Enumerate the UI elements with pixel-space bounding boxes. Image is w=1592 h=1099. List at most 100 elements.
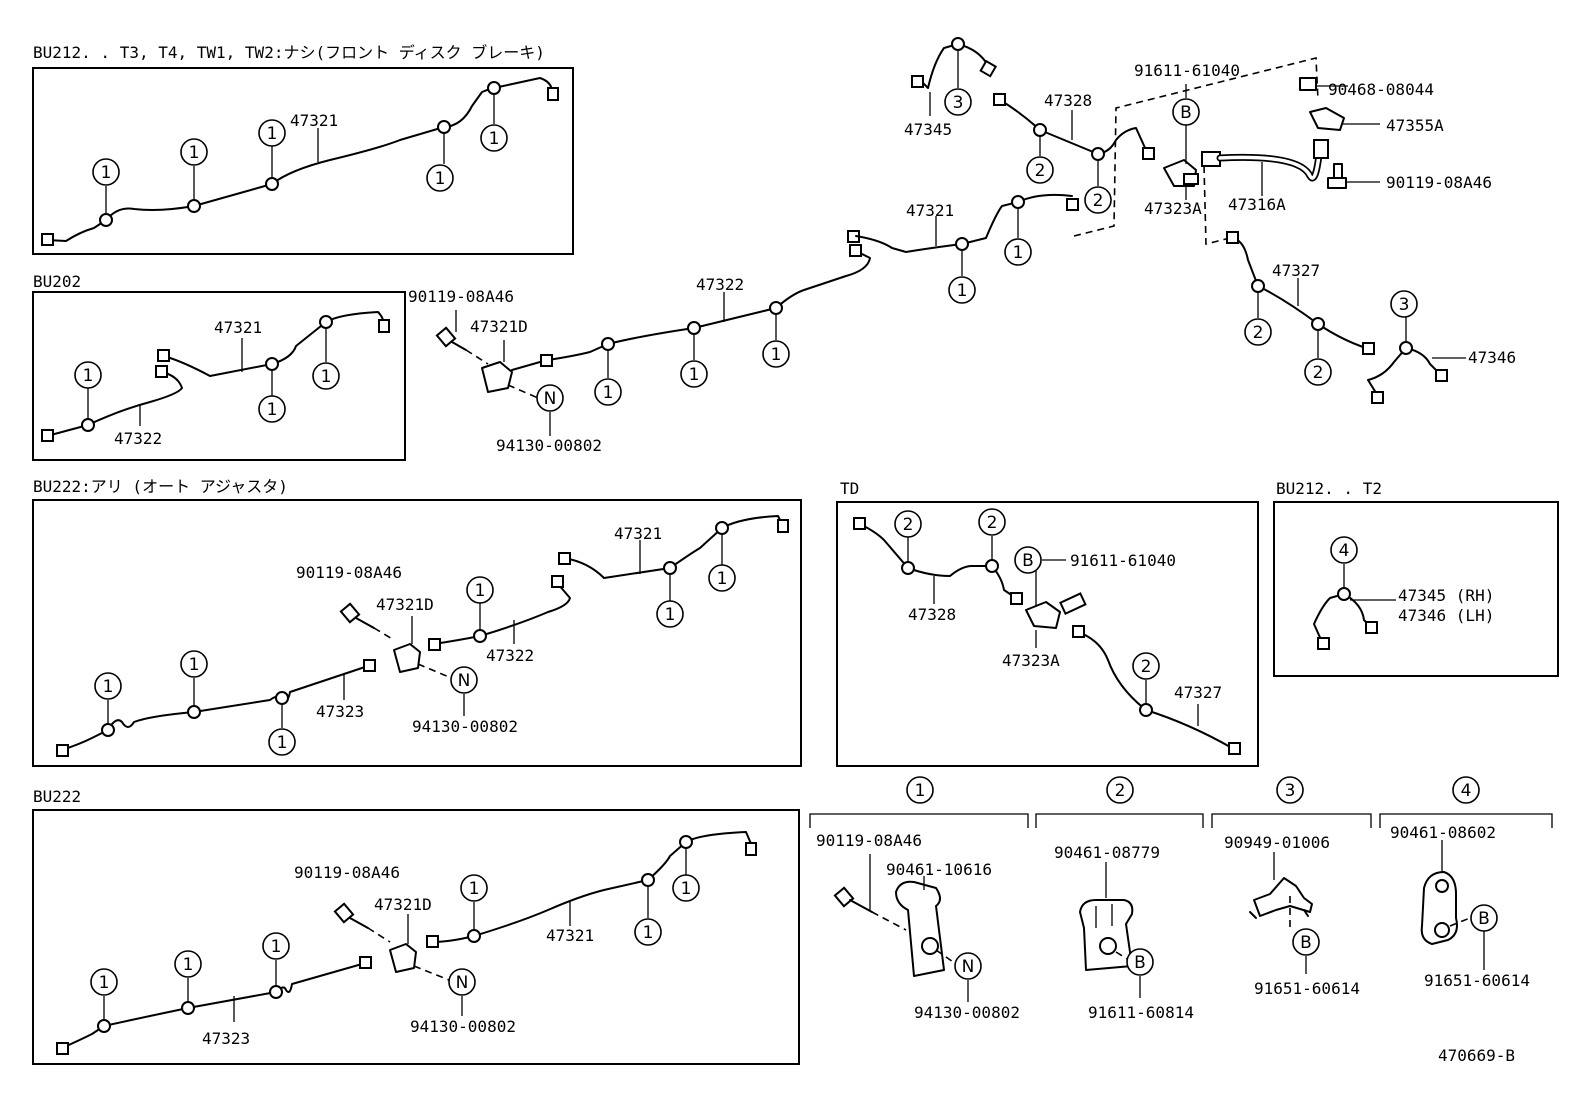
- svg-text:B: B: [1022, 551, 1034, 571]
- clip-detail-4: [1420, 840, 1485, 970]
- svg-text:1: 1: [267, 400, 278, 420]
- svg-text:1: 1: [957, 281, 968, 301]
- callout-2: 2: [1084, 186, 1112, 214]
- box-bu222-ari-lines: [56, 515, 789, 757]
- svg-text:1: 1: [271, 937, 282, 957]
- svg-text:4: 4: [1339, 541, 1350, 561]
- svg-text:2: 2: [1313, 363, 1324, 383]
- clip-detail-3: [1249, 852, 1313, 974]
- svg-text:B: B: [1478, 909, 1490, 929]
- label-91651-60614-clip3: 91651-60614: [1254, 979, 1360, 998]
- svg-text:1: 1: [643, 923, 654, 943]
- svg-text:N: N: [456, 973, 469, 993]
- callout-n: N: [536, 384, 564, 412]
- callout-n: N: [954, 952, 982, 980]
- callout-1: 1: [174, 950, 202, 978]
- label-47321-box1: 47321: [290, 111, 338, 130]
- label-47323-box3: 47323: [316, 702, 364, 721]
- label-90119-08A46-box3: 90119-08A46: [296, 563, 402, 582]
- label-47323A-td: 47323A: [1002, 651, 1060, 670]
- callout-1: 1: [90, 968, 118, 996]
- svg-text:N: N: [458, 671, 471, 691]
- callout-1: 1: [94, 672, 122, 700]
- label-47322-main: 47322: [696, 275, 744, 294]
- bracket-group-3: [1211, 813, 1372, 828]
- frame-bu222-ari: [32, 499, 802, 767]
- section-title-bu212-t3: BU212. . T3, T4, TW1, TW2:ナシ(フロント ディスク ブ…: [33, 43, 545, 62]
- svg-text:1: 1: [183, 955, 194, 975]
- svg-text:1: 1: [681, 879, 692, 899]
- callout-2: 2: [1026, 156, 1054, 184]
- callout-4: 4: [1452, 776, 1480, 804]
- label-47321-box2: 47321: [214, 318, 262, 337]
- svg-text:1: 1: [665, 605, 676, 625]
- svg-text:3: 3: [953, 93, 964, 113]
- label-91651-60614-clip4: 91651-60614: [1424, 971, 1530, 990]
- callout-2: 2: [894, 510, 922, 538]
- callout-2: 2: [978, 508, 1006, 536]
- svg-text:1: 1: [321, 367, 332, 387]
- label-47328-td: 47328: [908, 605, 956, 624]
- callout-2: 2: [1132, 652, 1160, 680]
- label-94130-00802-box3: 94130-00802: [412, 717, 518, 736]
- frame-td: [836, 501, 1259, 767]
- label-47321D-box6: 47321D: [374, 895, 432, 914]
- svg-text:1: 1: [101, 163, 112, 183]
- callout-1: 1: [708, 564, 736, 592]
- label-90119-08A46-main: 90119-08A46: [408, 287, 514, 306]
- svg-text:3: 3: [1285, 781, 1296, 801]
- svg-text:1: 1: [99, 973, 110, 993]
- label-47327-main: 47327: [1272, 261, 1320, 280]
- callout-n: N: [450, 666, 478, 694]
- callout-3: 3: [944, 88, 972, 116]
- callout-1: 1: [74, 361, 102, 389]
- callout-1: 1: [480, 124, 508, 152]
- svg-text:1: 1: [689, 365, 700, 385]
- label-47322-box3: 47322: [486, 646, 534, 665]
- label-91611-60814: 91611-60814: [1088, 1003, 1194, 1022]
- svg-text:B: B: [1180, 103, 1192, 123]
- frame-bu212-t2: [1273, 501, 1559, 677]
- label-47327-td: 47327: [1174, 683, 1222, 702]
- label-91611-61040-td: 91611-61040: [1070, 551, 1176, 570]
- label-90949-01006: 90949-01006: [1224, 833, 1330, 852]
- label-47346-main: 47346: [1468, 348, 1516, 367]
- svg-text:2: 2: [1093, 191, 1104, 211]
- svg-text:1: 1: [1013, 243, 1024, 263]
- callout-1: 1: [426, 164, 454, 192]
- diagram-id: 470669-B: [1438, 1046, 1515, 1065]
- callout-b: B: [1126, 948, 1154, 976]
- section-title-td: TD: [840, 479, 859, 498]
- svg-text:2: 2: [1253, 323, 1264, 343]
- callout-4: 4: [1330, 536, 1358, 564]
- callout-1: 1: [268, 728, 296, 756]
- label-90119-08A46-main-right: 90119-08A46: [1386, 173, 1492, 192]
- label-90119-08A46-clip1: 90119-08A46: [816, 831, 922, 850]
- section-title-bu222: BU222: [33, 787, 81, 806]
- callout-2: 2: [1244, 318, 1272, 346]
- svg-text:2: 2: [1141, 657, 1152, 677]
- callout-1: 1: [180, 138, 208, 166]
- svg-text:N: N: [962, 957, 975, 977]
- callout-1: 1: [312, 362, 340, 390]
- label-47323-box6: 47323: [202, 1029, 250, 1048]
- label-47323A-main: 47323A: [1144, 199, 1202, 218]
- callout-1: 1: [262, 932, 290, 960]
- box-td-lines: [853, 517, 1241, 755]
- svg-text:1: 1: [469, 879, 480, 899]
- svg-text:1: 1: [603, 383, 614, 403]
- callout-1: 1: [634, 918, 662, 946]
- clip-detail-1: [833, 854, 969, 1002]
- label-90119-08A46-box6: 90119-08A46: [294, 863, 400, 882]
- label-47328-main: 47328: [1044, 91, 1092, 110]
- label-47321D-box3: 47321D: [376, 595, 434, 614]
- svg-text:1: 1: [189, 655, 200, 675]
- callout-1: 1: [656, 600, 684, 628]
- bracket-group-2: [1035, 813, 1204, 828]
- svg-text:B: B: [1134, 953, 1146, 973]
- label-91611-61040-main: 91611-61040: [1134, 61, 1240, 80]
- callout-n: N: [448, 968, 476, 996]
- label-47321-box3: 47321: [614, 524, 662, 543]
- frame-bu202: [32, 291, 406, 461]
- label-47346-lh: 47346 (LH): [1398, 606, 1494, 625]
